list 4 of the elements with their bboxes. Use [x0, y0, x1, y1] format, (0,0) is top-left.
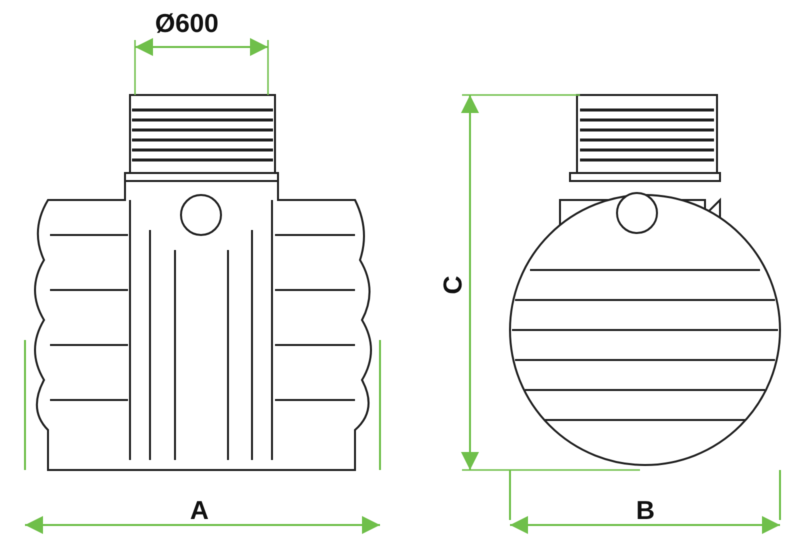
dimension-label: C: [439, 276, 466, 294]
dimension-label: B: [636, 497, 655, 523]
dimension-label: Ø600: [155, 10, 219, 36]
dimension-label: A: [190, 497, 209, 523]
